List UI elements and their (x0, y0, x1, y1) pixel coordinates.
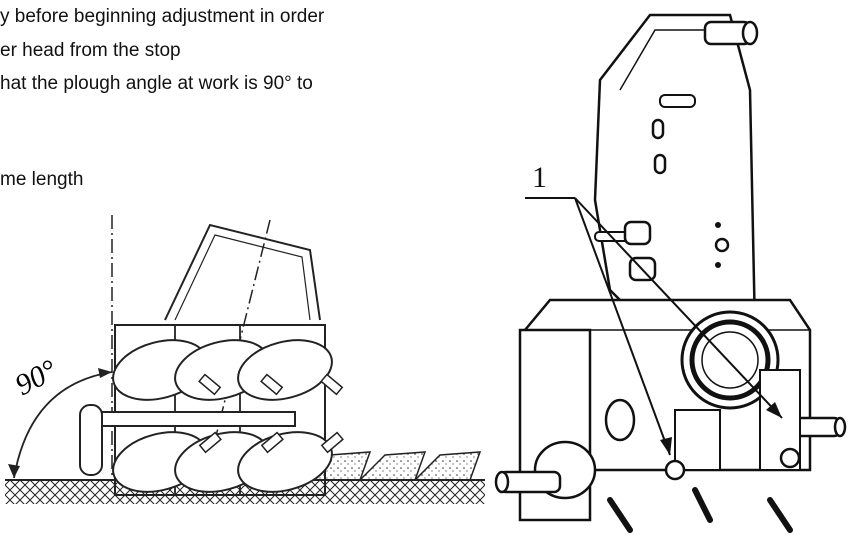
soil-furrow (358, 451, 427, 481)
soil-furrow (413, 451, 482, 481)
instruction-line-1: y before beginning adjustment in order (0, 6, 325, 27)
arm-plate (593, 13, 757, 332)
plough-angle-diagram: 90° (5, 215, 485, 504)
headstock-diagram (494, 13, 847, 533)
lifting-lug (664, 459, 686, 481)
lifting-lug (779, 447, 801, 469)
plough-body (237, 339, 333, 401)
plough-frame (114, 324, 326, 496)
callout-label: 1 (532, 161, 547, 194)
instruction-line-2: er head from the stop (0, 40, 181, 61)
angle-label: 90° (10, 353, 63, 402)
instruction-line-4: me length (0, 169, 84, 190)
instruction-line-3: hat the plough angle at work is 90° to (0, 73, 313, 94)
plough-beam (94, 411, 296, 427)
